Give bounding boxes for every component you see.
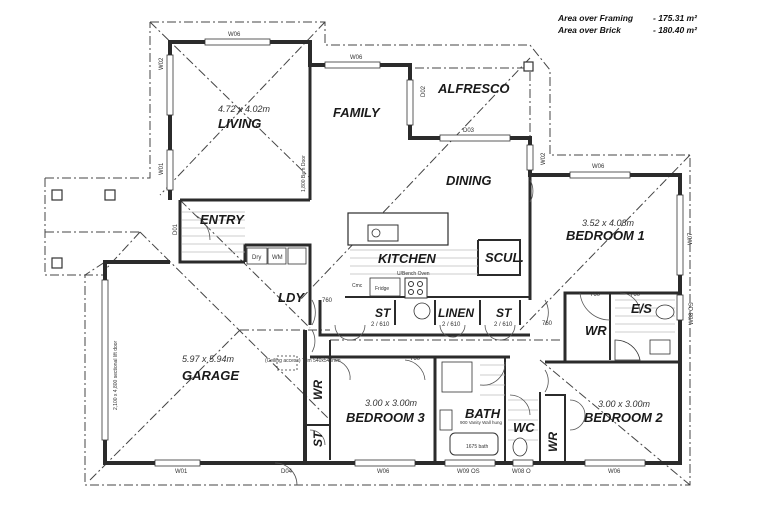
svg-text:W06: W06 (592, 164, 605, 170)
ensuite-vanity-icon (649, 339, 671, 355)
garage-label: GARAGE (182, 368, 239, 383)
bedroom1-label: BEDROOM 1 (566, 228, 645, 243)
svg-text:D01: D01 (173, 223, 179, 235)
svg-text:1,800 Barn Door: 1,800 Barn Door (301, 155, 307, 192)
shower-icon (441, 361, 473, 393)
svg-text:760: 760 (542, 321, 553, 327)
bedroom3-dims: 3.00 x 3.00m (365, 398, 418, 408)
sink-icon (367, 224, 399, 242)
svg-text:760: 760 (590, 292, 601, 298)
svg-text:W06: W06 (608, 469, 621, 475)
st1-sub: 2 / 610 (371, 322, 390, 328)
area-framing-label: Area over Framing (558, 13, 634, 23)
svg-text:2,100 x 4,800 sectional lift d: 2,100 x 4,800 sectional lift door (113, 340, 119, 410)
bedroom3-label: BEDROOM 3 (346, 410, 426, 425)
garage-dims: 5.97 x 5.94m (182, 354, 235, 364)
st-garage-label: ST (311, 430, 325, 447)
area-brick-label: Area over Brick (558, 25, 621, 35)
hot-water-icon (413, 302, 431, 320)
svg-text:D02: D02 (421, 85, 427, 97)
wr-bed3-label: WR (311, 380, 325, 400)
area-brick-row: Area over Brick - 180.40 m² (558, 25, 697, 35)
wr-bed2-label: WR (546, 432, 560, 452)
toilet-icon (512, 437, 528, 457)
ceiling-access-box (276, 355, 298, 371)
svg-text:W09 OS: W09 OS (457, 469, 480, 475)
svg-text:W08 OS: W08 OS (689, 302, 695, 325)
hatching (182, 211, 675, 441)
svg-text:W06: W06 (377, 469, 390, 475)
entry-label: ENTRY (200, 212, 245, 227)
wc-label: WC (513, 420, 535, 435)
fridge-box (369, 277, 401, 297)
svg-text:(Ceiling access) Trim 540x540m: (Ceiling access) Trim 540x540mm (265, 358, 341, 364)
svg-text:U/Bench Oven: U/Bench Oven (397, 271, 430, 277)
svg-text:W06: W06 (228, 32, 241, 38)
door-swings (194, 179, 641, 486)
svg-text:Dry: Dry (252, 255, 261, 261)
piers (51, 61, 534, 269)
svg-text:760: 760 (410, 356, 421, 362)
svg-text:W01: W01 (175, 469, 188, 475)
svg-text:Fridge: Fridge (375, 286, 389, 292)
dining-label: DINING (446, 173, 492, 188)
ensuite-shower-icon (614, 339, 641, 361)
toilet-icon-ensuite (655, 304, 675, 320)
svg-text:W07: W07 (688, 232, 694, 245)
es-label: E/S (631, 301, 652, 316)
cooktop-icon (404, 277, 428, 299)
st1-label: ST (375, 306, 392, 320)
linen-label: LINEN (438, 306, 474, 320)
bedroom1-dims: 3.52 x 4.08m (582, 218, 635, 228)
svg-text:760: 760 (630, 292, 641, 298)
area-brick-value: - 180.40 m² (653, 25, 697, 35)
bedroom2-dims: 3.00 x 3.00m (598, 399, 651, 409)
svg-text:1675 bath: 1675 bath (466, 444, 488, 450)
living-label: LIVING (218, 116, 261, 131)
opening-tags: W06 W02 W01 W06 D02 D03 W02 W06 W07 W08 … (113, 32, 695, 475)
bath-label: BATH (465, 406, 501, 421)
area-summary: Area over Framing - 175.31 m² Area over … (558, 13, 697, 35)
svg-text:W01: W01 (159, 162, 165, 175)
wr-ensuite-label: WR (585, 323, 607, 338)
svg-text:W02: W02 (541, 152, 547, 165)
living-dims: 4.72 x 4.02m (218, 104, 271, 114)
area-framing-value: - 175.31 m² (653, 13, 697, 23)
area-framing-row: Area over Framing - 175.31 m² (558, 13, 697, 23)
room-labels: 4.72 x 4.02m LIVING FAMILY ALFRESCO DINI… (182, 81, 664, 452)
st2-label: ST (496, 306, 513, 320)
svg-text:WM: WM (272, 255, 283, 261)
windows (101, 38, 684, 467)
svg-text:W08 O: W08 O (512, 469, 531, 475)
kitchen-label: KITCHEN (378, 251, 436, 266)
svg-text:900 Vanity Wall hung: 900 Vanity Wall hung (460, 420, 503, 425)
linen-sub: 2 / 610 (442, 322, 461, 328)
fixtures (246, 224, 675, 457)
svg-text:D04: D04 (281, 469, 293, 475)
alfresco-label: ALFRESCO (437, 81, 510, 96)
svg-text:D03: D03 (463, 128, 475, 134)
scul-label: SCUL. (485, 250, 524, 265)
svg-text:760: 760 (322, 298, 333, 304)
bedroom2-label: BEDROOM 2 (584, 410, 664, 425)
roof-outline (44, 21, 691, 486)
bath-tub-icon (449, 432, 499, 456)
svg-text:W06: W06 (350, 55, 363, 61)
st2-sub: 2 / 610 (494, 322, 513, 328)
vanity-icon (439, 409, 453, 431)
tub-icon (287, 247, 307, 265)
svg-text:Cmc: Cmc (352, 283, 363, 289)
family-label: FAMILY (333, 105, 381, 120)
ldy-label: LDY (278, 290, 305, 305)
svg-text:W02: W02 (159, 57, 165, 70)
